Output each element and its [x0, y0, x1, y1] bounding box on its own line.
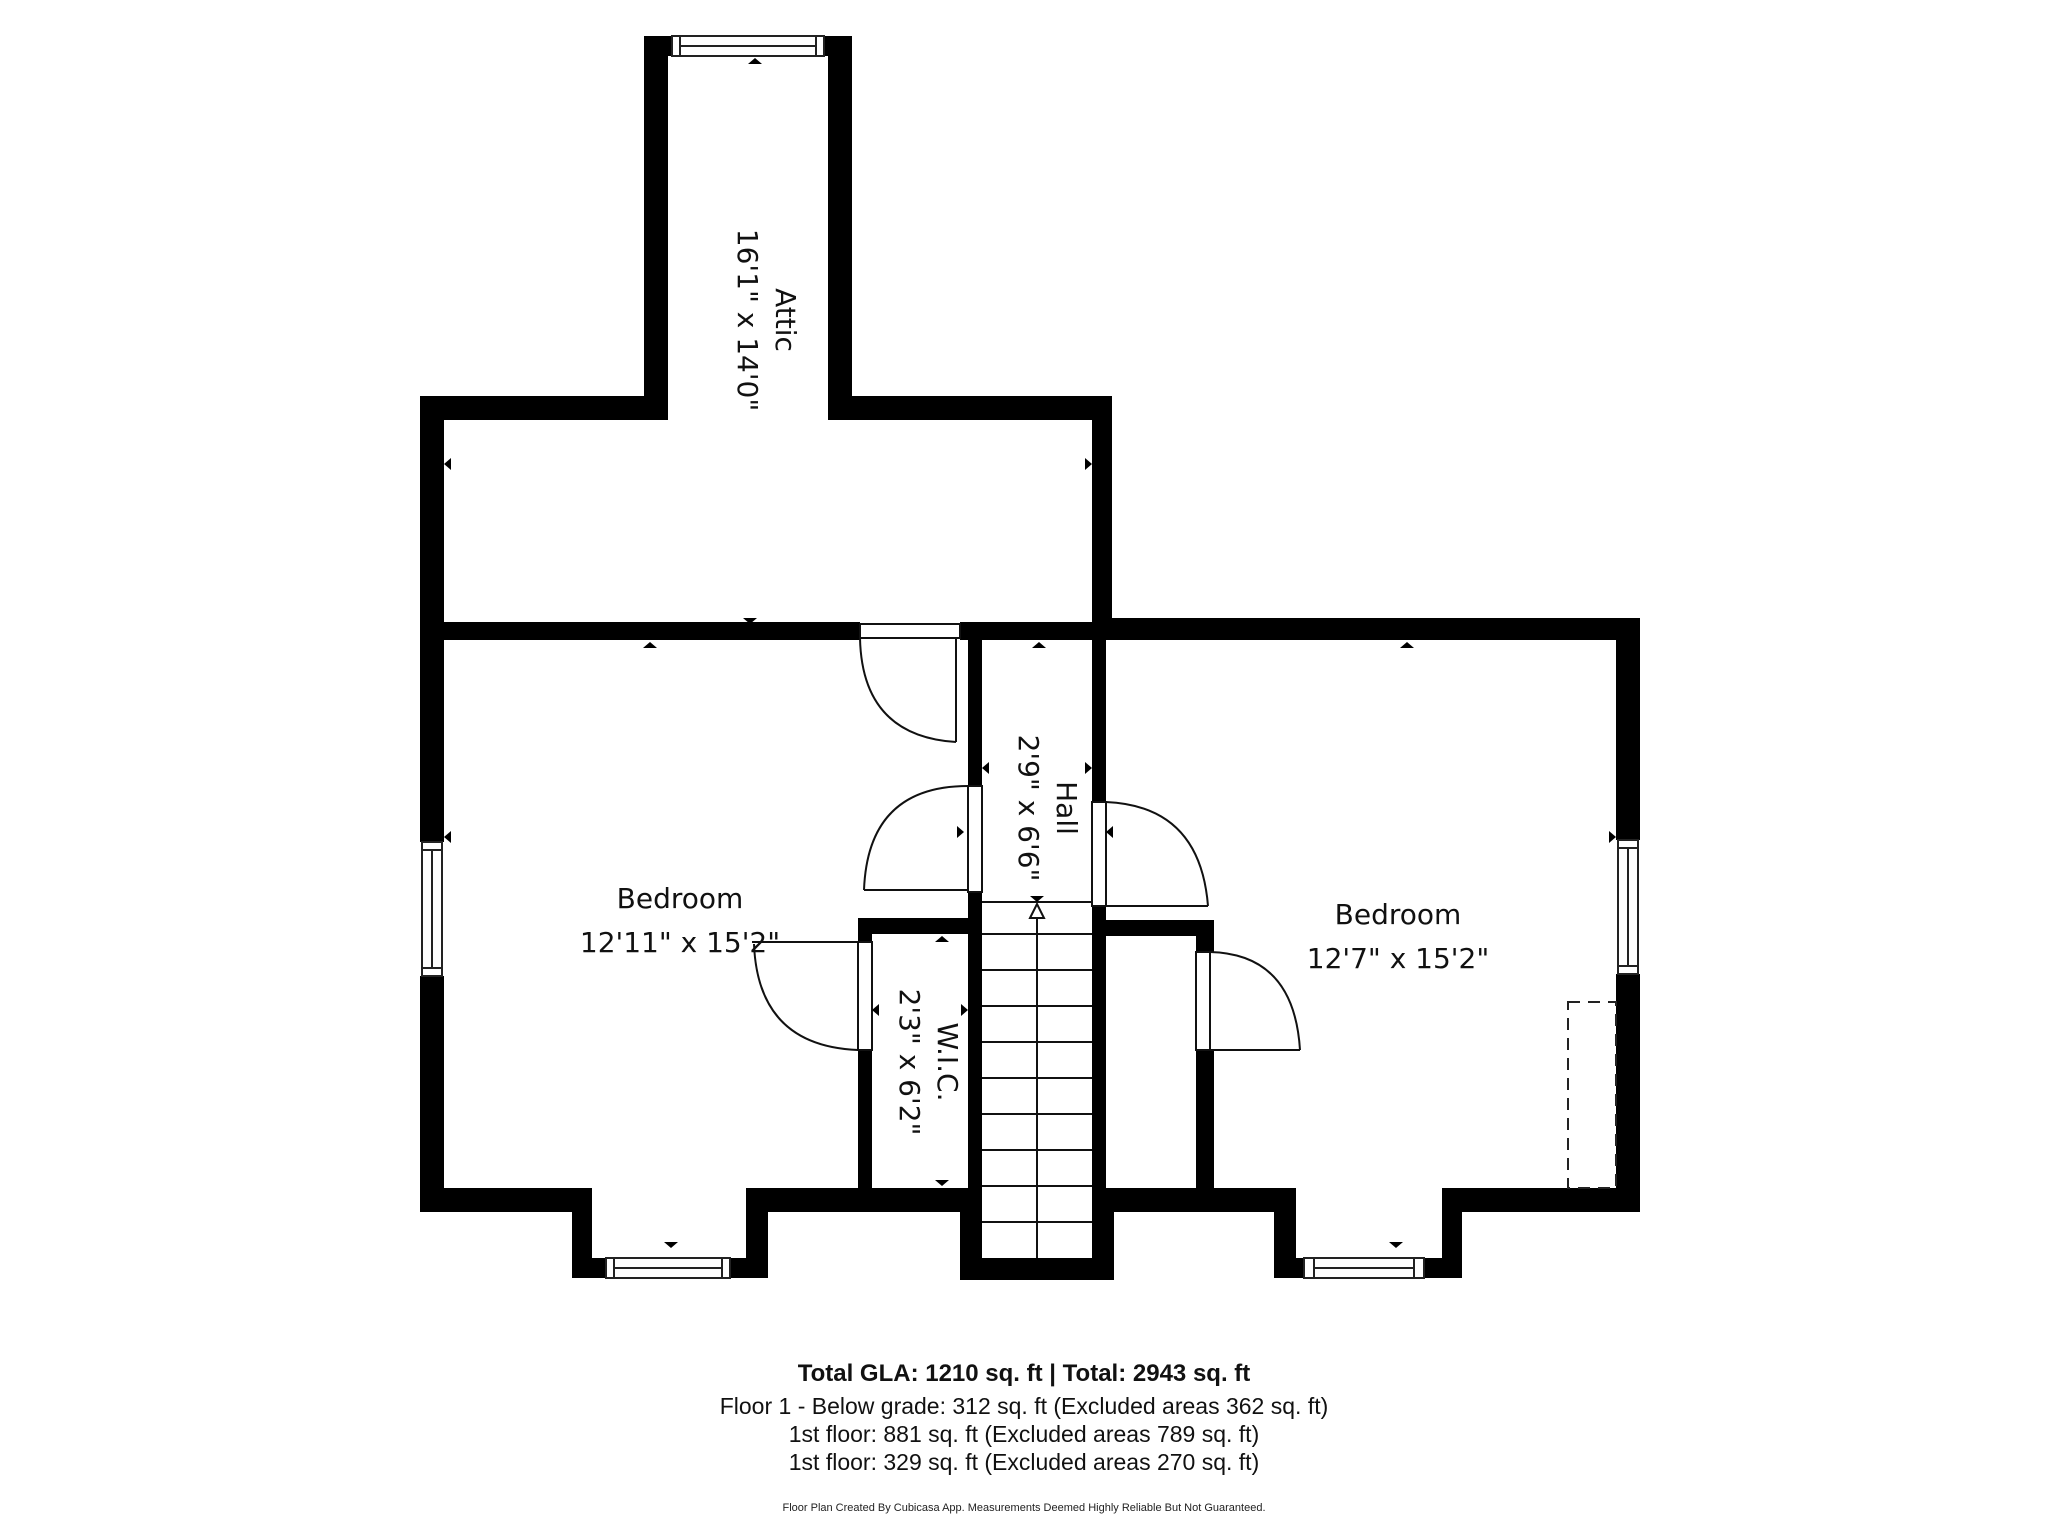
- right-bedroom-top-wall: [1092, 618, 1640, 640]
- hall-right-wall-lower: [1092, 906, 1106, 1212]
- room-dims-bedroom-right: 12'7" x 15'2": [1307, 942, 1489, 975]
- marker-icon: [1032, 642, 1046, 648]
- right-bedroom-bottom-wall-right: [1442, 1188, 1640, 1212]
- attic-bottom-wall-left: [420, 622, 860, 640]
- marker-icon: [748, 58, 762, 64]
- door-attic: [859, 623, 961, 743]
- hall-left-wall-upper: [968, 640, 982, 786]
- attic-chimney-left-wall: [644, 36, 668, 420]
- room-name-attic: Attic: [769, 288, 802, 352]
- left-bedroom-left-wall-upper: [420, 622, 444, 842]
- marker-icon: [1030, 896, 1044, 902]
- area-summary-line: Floor 1 - Below grade: 312 sq. ft (Exclu…: [719, 1393, 1329, 1419]
- marker-icon: [872, 1004, 879, 1016]
- marker-icon: [444, 831, 451, 843]
- wic-left-wall-lower: [858, 1050, 872, 1210]
- marker-icon: [1400, 642, 1414, 648]
- right-bedroom-bottom-wall-left: [1106, 1188, 1296, 1212]
- marker-icon: [664, 1242, 678, 1248]
- marker-icon: [961, 1004, 968, 1016]
- marker-icon: [643, 642, 657, 648]
- right-bay-left-wall: [1274, 1188, 1296, 1278]
- attic-top-wall-left: [420, 396, 668, 420]
- left-bedroom-left-wall-lower: [420, 976, 444, 1212]
- stair-arrow-icon: [1028, 901, 1046, 919]
- right-bedroom-right-wall-upper: [1616, 618, 1640, 840]
- room-dims-bedroom-left: 12'11" x 15'2": [580, 926, 780, 959]
- attic-left-wall: [420, 396, 444, 640]
- marker-icon: [743, 618, 757, 624]
- marker-icon: [957, 826, 964, 838]
- left-bedroom-bottom-wall-right: [746, 1188, 968, 1212]
- marker-icon: [444, 458, 451, 470]
- area-summary-line: 1st floor: 881 sq. ft (Excluded areas 78…: [788, 1421, 1260, 1447]
- right-closet-right-wall-upper: [1196, 920, 1214, 952]
- room-label-bedroom-left: Bedroom 12'11" x 15'2": [580, 882, 780, 959]
- window-left-bedroom-west: [421, 841, 443, 977]
- marker-icon: [1609, 831, 1616, 843]
- marker-icon: [1389, 1242, 1403, 1248]
- left-bay-bottom-left: [572, 1258, 606, 1278]
- built-in-dashed-outline: [1567, 1001, 1617, 1189]
- marker-icon: [935, 1180, 949, 1186]
- room-name-bedroom-left: Bedroom: [617, 882, 744, 915]
- hall-left-wall-lower: [968, 892, 982, 1212]
- window-attic-top: [671, 35, 825, 57]
- staircase: [982, 901, 1092, 1258]
- wic-top-wall: [858, 918, 982, 934]
- doors: [752, 623, 1301, 1051]
- door-right-closet: [1195, 951, 1301, 1051]
- room-label-bedroom-right: Bedroom 12'7" x 15'2": [1307, 898, 1489, 975]
- windows: [421, 35, 1639, 1279]
- attic-top-wall-right: [828, 396, 1112, 420]
- hall-right-wall-upper: [1092, 640, 1106, 802]
- room-label-attic: Attic 16'1" x 14'0": [731, 229, 802, 411]
- door-left-bedroom: [863, 785, 983, 893]
- room-name-hall: Hall: [1050, 781, 1083, 835]
- window-left-bedroom-bay: [605, 1257, 731, 1279]
- marker-icon: [1085, 762, 1092, 774]
- door-right-bedroom: [1091, 801, 1209, 907]
- wic-left-wall-upper: [858, 918, 872, 942]
- attic-chimney-top-left: [644, 36, 672, 56]
- attic-right-wall: [1092, 396, 1112, 640]
- room-label-hall: Hall 2'9" x 6'6": [1012, 735, 1083, 882]
- area-summary-line: 1st floor: 329 sq. ft (Excluded areas 27…: [788, 1449, 1260, 1475]
- walls: [420, 36, 1640, 1280]
- room-label-wic: W.I.C. 2'3" x 6'2": [893, 989, 964, 1136]
- right-closet-top-wall: [1092, 920, 1214, 936]
- room-dims-wic: 2'3" x 6'2": [893, 989, 926, 1136]
- room-name-wic: W.I.C.: [931, 1023, 964, 1102]
- attic-chimney-top-right: [824, 36, 852, 56]
- right-closet-right-wall-lower: [1196, 1050, 1214, 1210]
- right-bay-bottom-left: [1274, 1258, 1304, 1278]
- room-dims-attic: 16'1" x 14'0": [731, 229, 764, 411]
- marker-icon: [1085, 458, 1092, 470]
- dimension-markers: [444, 58, 1616, 1248]
- stair-bottom-wall: [960, 1258, 1114, 1280]
- room-name-bedroom-right: Bedroom: [1335, 898, 1462, 931]
- attic-bottom-wall-right: [960, 622, 1112, 640]
- attic-chimney-right-wall: [828, 36, 852, 420]
- left-bay-left-wall: [572, 1188, 592, 1278]
- left-bedroom-bottom-wall-left: [420, 1188, 592, 1212]
- window-right-bedroom-east: [1617, 839, 1639, 975]
- window-right-bedroom-bay: [1303, 1257, 1425, 1279]
- marker-icon: [982, 762, 989, 774]
- marker-icon: [1106, 826, 1113, 838]
- right-bay-right-wall: [1442, 1188, 1462, 1278]
- area-summary-title: Total GLA: 1210 sq. ft | Total: 2943 sq.…: [797, 1360, 1251, 1387]
- marker-icon: [935, 936, 949, 942]
- disclaimer: Floor Plan Created By Cubicasa App. Meas…: [782, 1502, 1266, 1514]
- stair-left-wall: [960, 1188, 982, 1280]
- room-dims-hall: 2'9" x 6'6": [1012, 735, 1045, 882]
- right-bedroom-right-wall-lower: [1616, 974, 1640, 1212]
- door-wic: [752, 941, 873, 1051]
